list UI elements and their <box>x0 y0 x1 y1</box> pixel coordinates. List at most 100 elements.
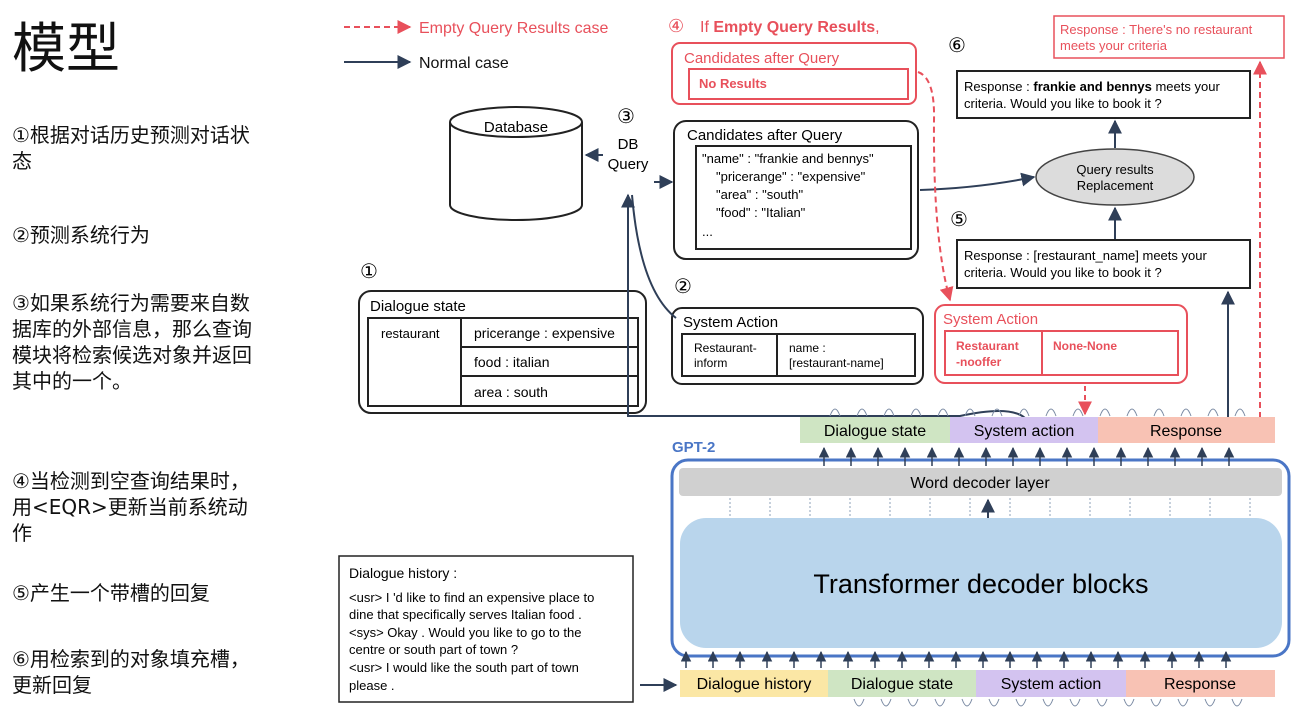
database-cylinder: Database <box>449 106 583 221</box>
history-line-1: <usr> I 'd like to find an expensive pla… <box>349 590 594 605</box>
top-token-loop <box>937 408 949 417</box>
empty-to-system-action-arrow <box>917 71 954 302</box>
candidate-line-5: ... <box>702 224 713 239</box>
db-query-label-2: Query <box>608 156 649 173</box>
top-token-loop <box>1018 408 1030 417</box>
bottom-token-dialogue-history <box>680 670 828 697</box>
history-line-6: please . <box>349 678 395 693</box>
history-line-3: <sys> Okay . Would you like to go to the <box>349 625 581 640</box>
final-response-box <box>956 70 1251 119</box>
step-1-text: ①根据对话历史预测对话状态 <box>12 123 250 173</box>
dialogue-history-title: Dialogue history : <box>349 565 457 581</box>
top-token-loop <box>1180 408 1192 417</box>
candidate-line-4: "food" : "Italian" <box>716 205 806 220</box>
legend-empty-label: Empty Query Results case <box>419 20 609 37</box>
step-4-text: ④当检测到空查询结果时，用<EQR>更新当前系统动作 <box>12 469 250 545</box>
top-token-loop <box>1153 408 1165 417</box>
dialogue-state-box <box>358 290 647 414</box>
database-label: Database <box>484 119 548 136</box>
slot-response-box <box>956 239 1251 289</box>
top-token-loop <box>910 408 922 417</box>
top-token-loop <box>964 408 976 417</box>
candidates-to-replacement-arrow <box>919 172 1036 191</box>
top-token-loop <box>1126 408 1138 417</box>
step5-number: ⑤ <box>950 209 968 231</box>
top-token-response <box>1098 417 1275 443</box>
bottom-token-response <box>1126 670 1275 697</box>
no-results-text: No Results <box>699 76 767 91</box>
bottom-token-loop <box>1177 698 1189 707</box>
sa-act-line-1: Restaurant- <box>694 341 757 355</box>
bottom-token-loop <box>1231 698 1243 707</box>
tokens-to-state-line <box>627 409 1026 419</box>
system-action-table <box>681 333 916 377</box>
bottom-token-loop <box>934 698 946 707</box>
ds-slot-area: area : south <box>474 384 548 400</box>
legend-normal-label: Normal case <box>419 55 509 72</box>
dialogue-history-box <box>338 555 634 703</box>
bottom-token-arrows <box>680 650 1232 668</box>
step-2-text: ②预测系统行为 <box>12 223 150 247</box>
nooffer-line-1: Restaurant <box>956 339 1019 353</box>
step2-number: ② <box>674 276 692 298</box>
decoder-connectors <box>729 498 1251 517</box>
db-query-label-1: DB <box>618 136 639 153</box>
empty-results-header: If Empty Query Results, <box>700 19 880 36</box>
empty-candidates-title: Candidates after Query <box>684 50 840 67</box>
step-5-text: ⑤产生一个带槽的回复 <box>12 581 210 605</box>
bottom-token-loop <box>961 698 973 707</box>
top-token-label-1: Dialogue state <box>824 423 926 440</box>
legend: Empty Query Results case Normal case <box>344 20 609 72</box>
history-line-4: centre or south part of town ? <box>349 642 518 657</box>
bottom-token-loop <box>1123 698 1135 707</box>
bottom-token-label-4: Response <box>1164 676 1236 693</box>
bottom-token-system-action <box>976 670 1126 697</box>
top-token-loop <box>1207 408 1219 417</box>
bottom-token-loop <box>1069 698 1081 707</box>
sa-slot-line-1: name : <box>789 341 826 355</box>
bottom-token-label-2: Dialogue state <box>851 676 953 693</box>
slide-title: 模型 <box>12 17 120 80</box>
top-token-loop <box>1072 408 1084 417</box>
top-token-loop <box>991 408 1003 417</box>
candidate-line-3: "area" : "south" <box>716 187 804 202</box>
bottom-token-loop <box>1015 698 1027 707</box>
top-token-dialogue-state <box>800 417 950 443</box>
none-none-value: None-None <box>1053 339 1117 353</box>
empty-system-action-title: System Action <box>943 311 1038 328</box>
slot-response-line-2: criteria. Would you like to book it ? <box>964 265 1162 280</box>
no-restaurant-line-1: Response : There's no restaurant <box>1060 22 1253 37</box>
bottom-token-loop <box>907 698 919 707</box>
ds-slot-food: food : italian <box>474 354 550 370</box>
history-line-5: <usr> I would like the south part of tow… <box>349 660 579 675</box>
dialogue-state-title: Dialogue state <box>370 298 466 315</box>
ds-domain: restaurant <box>381 326 440 341</box>
word-decoder-label: Word decoder layer <box>910 475 1050 492</box>
sa-act-line-2: inform <box>694 356 727 370</box>
no-restaurant-line-2: meets your criteria <box>1060 38 1168 53</box>
replacement-line-1: Query results <box>1076 162 1154 177</box>
step1-number: ① <box>360 261 378 283</box>
bottom-token-loop <box>880 698 892 707</box>
top-token-loop <box>829 408 841 417</box>
top-token-loop <box>856 408 868 417</box>
slot-response-line-1: Response : [restaurant_name] meets your <box>964 248 1207 263</box>
gpt2-label: GPT-2 <box>672 439 715 456</box>
query-replacement-node <box>1035 148 1195 206</box>
sa-slot-line-2: [restaurant-name] <box>789 356 884 370</box>
replacement-line-2: Replacement <box>1077 178 1154 193</box>
bottom-token-loops <box>853 698 1243 707</box>
bottom-token-loop <box>988 698 1000 707</box>
bottom-token-label-1: Dialogue history <box>697 676 812 693</box>
history-line-2: dine that specifically serves Italian fo… <box>349 607 582 622</box>
system-action-title: System Action <box>683 314 778 331</box>
top-token-loop <box>1099 408 1111 417</box>
bottom-token-loop <box>1042 698 1054 707</box>
step-6-text: ⑥用检索到的对象填充槽，更新回复 <box>12 647 250 697</box>
step-3-text: ③如果系统行为需要来自数据库的外部信息，那么查询模块将检索候选对象并返回其中的一… <box>12 291 252 393</box>
bottom-token-loop <box>853 698 865 707</box>
bottom-token-dialogue-state <box>828 670 976 697</box>
top-token-system-action <box>950 417 1098 443</box>
bottom-token-loop <box>1204 698 1216 707</box>
